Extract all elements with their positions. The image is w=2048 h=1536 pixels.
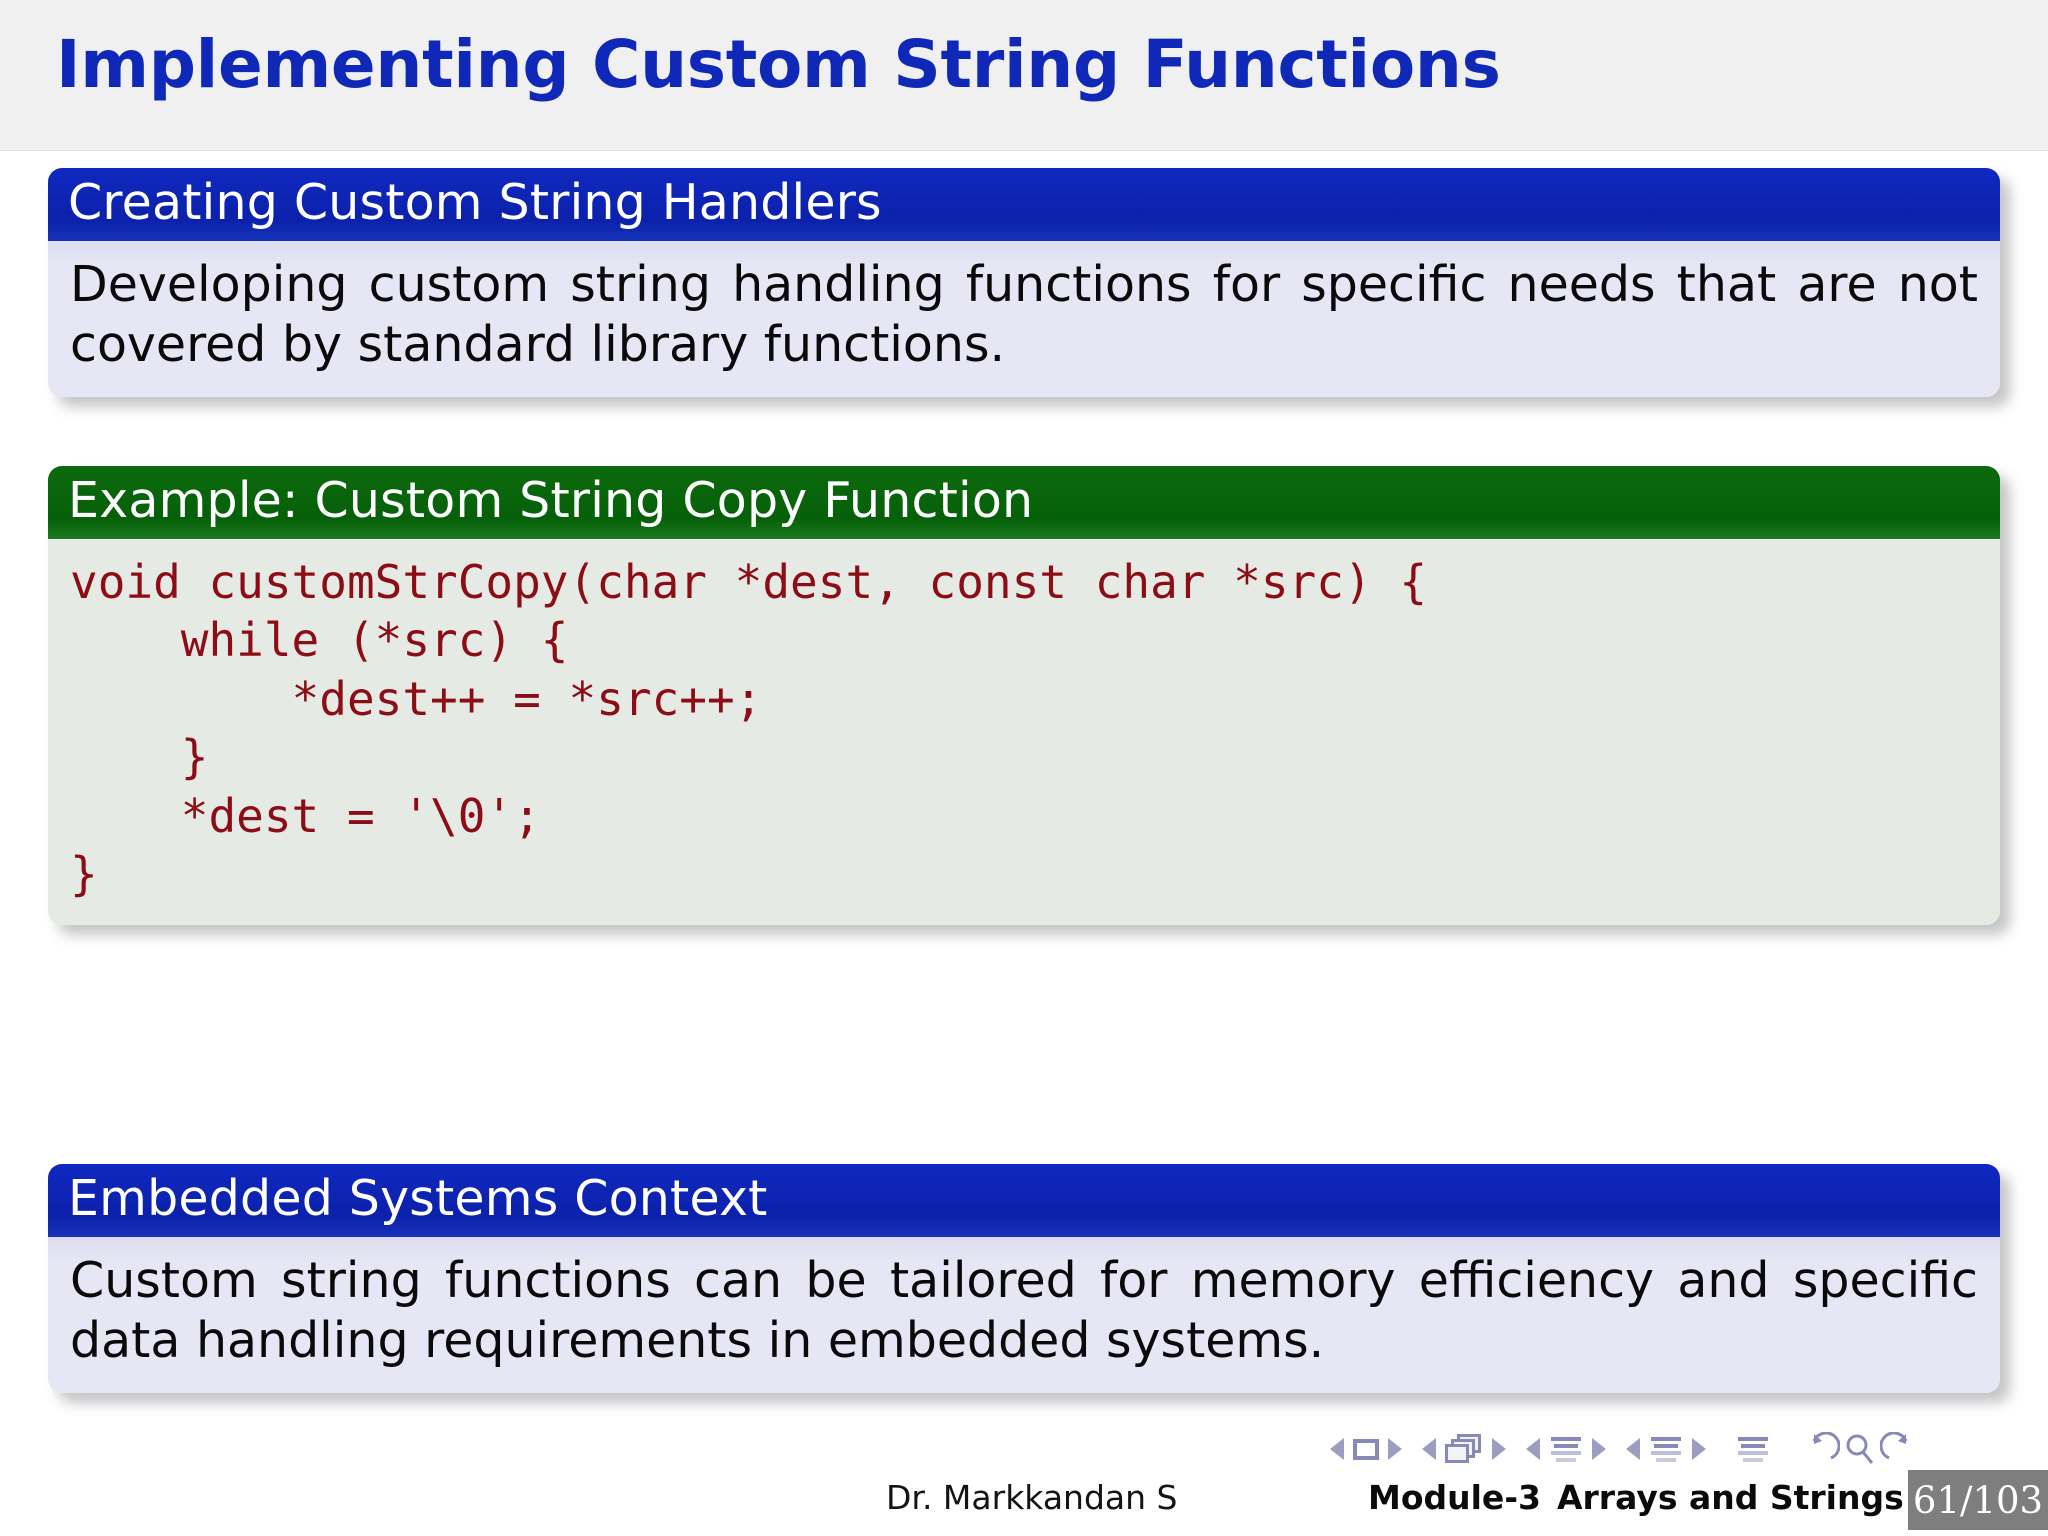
beamer-navigation-symbols[interactable] (1330, 1428, 2030, 1470)
example-block-title: Example: Custom String Copy Function (48, 466, 2000, 539)
block-creating-custom-string-handlers: Creating Custom String Handlers Developi… (48, 168, 2000, 397)
example-block-custom-string-copy-function: Example: Custom String Copy Function voi… (48, 466, 2000, 926)
footer-section: Module-3 Arrays and Strings (1368, 1478, 1904, 1517)
next-part-icon[interactable] (1692, 1438, 1706, 1460)
prev-subsection-icon[interactable] (1422, 1438, 1436, 1460)
next-subsection-icon[interactable] (1492, 1438, 1506, 1460)
forward-icon[interactable] (1880, 1432, 1920, 1466)
prev-section-icon[interactable] (1526, 1438, 1540, 1460)
prev-part-icon[interactable] (1626, 1438, 1640, 1460)
code-listing: void customStrCopy(char *dest, const cha… (48, 539, 2000, 926)
block-body-text: Custom string functions can be tailored … (48, 1237, 2000, 1393)
search-icon[interactable] (1840, 1432, 1880, 1466)
frame-navigation-group[interactable] (1330, 1438, 1402, 1460)
subsection-navigation-group[interactable] (1422, 1434, 1506, 1464)
block-body-text: Developing custom string handling functi… (48, 241, 2000, 397)
block-title: Embedded Systems Context (48, 1164, 2000, 1237)
slide-header-bar: Implementing Custom String Functions (0, 0, 2048, 151)
slide-footer: Dr. Markkandan S Module-3 Arrays and Stri… (0, 1470, 2048, 1536)
next-frame-icon[interactable] (1388, 1438, 1402, 1460)
part-navigation-group[interactable] (1626, 1434, 1706, 1464)
prev-frame-icon[interactable] (1330, 1438, 1344, 1460)
block-title: Creating Custom String Handlers (48, 168, 2000, 241)
footer-author: Dr. Markkandan S (886, 1478, 1178, 1517)
subsection-icon[interactable] (1445, 1434, 1483, 1464)
page-number-badge: 61/103 (1908, 1470, 2048, 1530)
block-embedded-systems-context: Embedded Systems Context Custom string f… (48, 1164, 2000, 1393)
doc-icon[interactable] (1736, 1434, 1770, 1464)
footer-section-number: Module-3 (1368, 1478, 1541, 1517)
back-icon[interactable] (1800, 1432, 1840, 1466)
page-title: Implementing Custom String Functions (56, 26, 1501, 103)
frame-icon[interactable] (1353, 1438, 1379, 1460)
section-navigation-group[interactable] (1526, 1434, 1606, 1464)
part-icon[interactable] (1649, 1434, 1683, 1464)
next-section-icon[interactable] (1592, 1438, 1606, 1460)
footer-section-title: Arrays and Strings (1556, 1478, 1904, 1517)
section-icon[interactable] (1549, 1434, 1583, 1464)
